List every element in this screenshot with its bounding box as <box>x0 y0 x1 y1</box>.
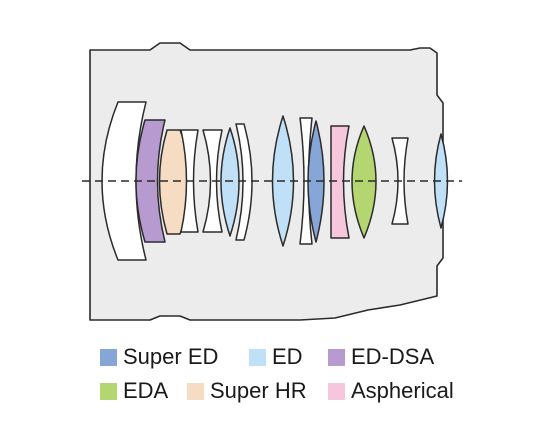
legend-item-eda: EDA <box>100 378 168 404</box>
lens-element-12-eda <box>351 125 377 239</box>
legend-item-ed: ED <box>249 344 303 370</box>
legend-swatch-super-hr <box>187 382 204 400</box>
legend-item-super-hr: Super HR <box>187 378 307 404</box>
legend-label-aspherical: Aspherical <box>351 378 454 403</box>
legend-label-eda: EDA <box>123 378 169 403</box>
legend: Super ED ED ED-DSA EDA Super HR Aspheric… <box>100 340 500 430</box>
legend-swatch-super-ed <box>100 348 117 366</box>
legend-label-ed-dsa: ED-DSA <box>351 344 435 369</box>
legend-item-super-ed: Super ED <box>100 344 218 370</box>
lens-element-11-aspherical <box>330 125 350 239</box>
legend-label-ed: ED <box>272 344 303 369</box>
legend-item-ed-dsa: ED-DSA <box>328 344 434 370</box>
legend-swatch-aspherical <box>328 382 345 400</box>
legend-swatch-ed <box>249 348 266 366</box>
legend-swatch-ed-dsa <box>328 348 345 366</box>
lens-element-7 <box>235 123 253 241</box>
legend-label-super-ed: Super ED <box>123 344 219 369</box>
lens-cross-section-diagram <box>82 42 462 321</box>
legend-item-aspherical: Aspherical <box>328 378 454 404</box>
legend-swatch-eda <box>100 382 117 400</box>
legend-label-super-hr: Super HR <box>210 378 307 403</box>
lens-element-6-ed <box>220 127 240 237</box>
